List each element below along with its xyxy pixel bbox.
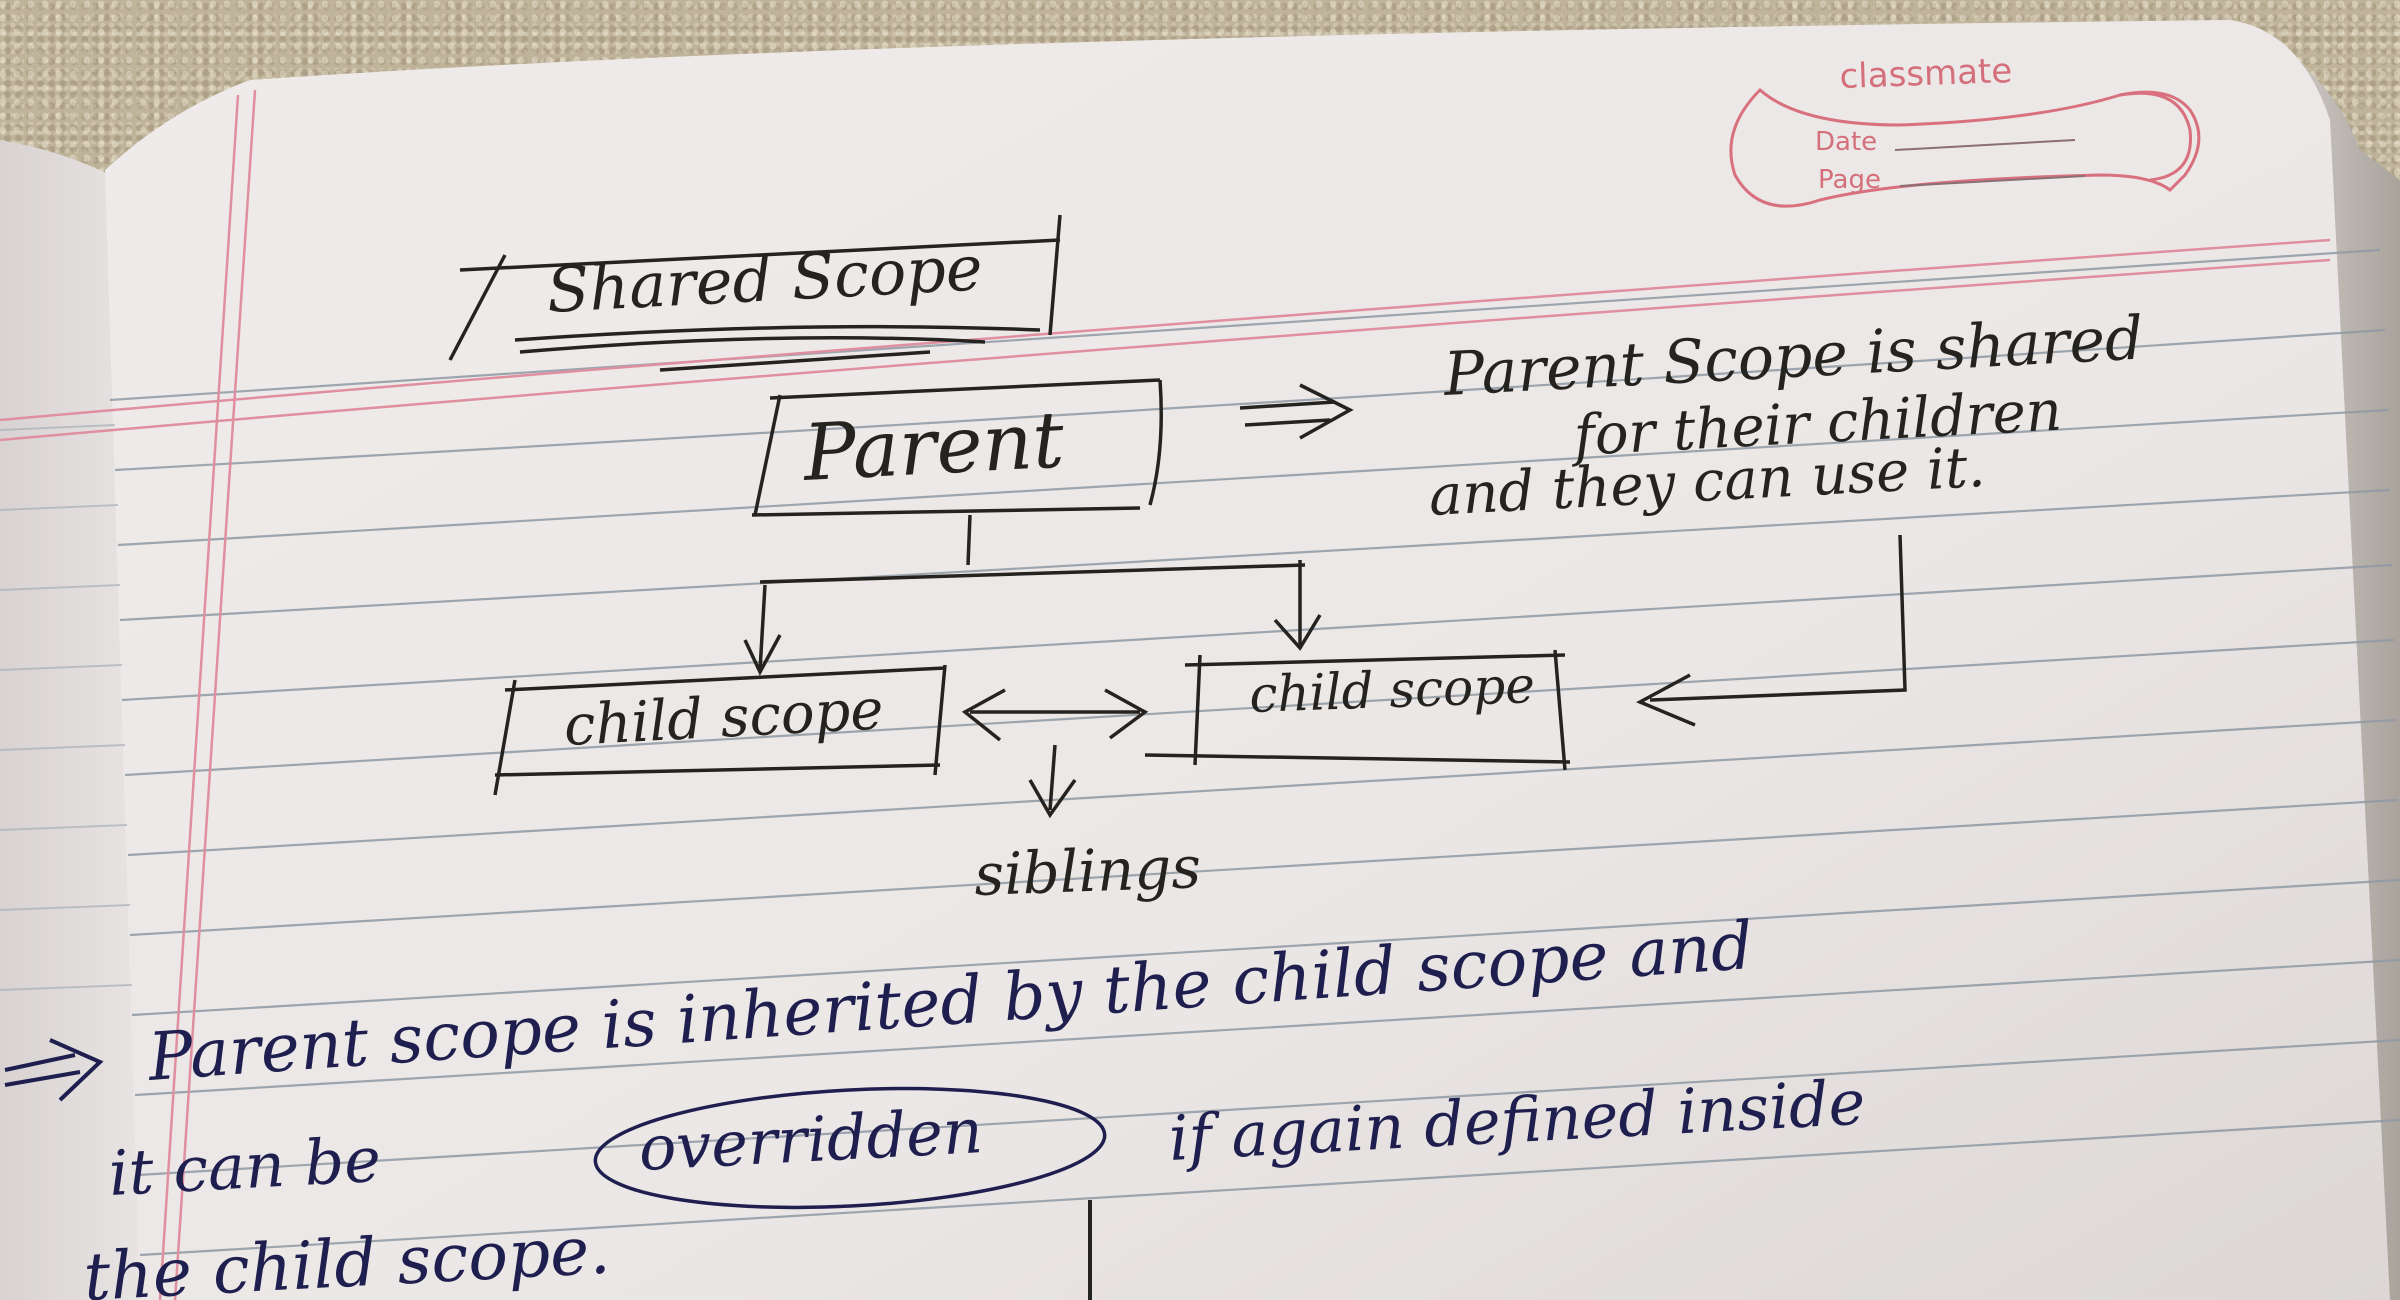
brand-logo [1729, 87, 2201, 208]
bullet-arrow-icon [4, 1038, 104, 1102]
siblings-label: siblings [973, 833, 1202, 909]
heading-box [448, 214, 1062, 372]
page-label: Page [1818, 165, 1881, 195]
child-box-right [1144, 649, 1571, 771]
overridden-circle [593, 1086, 1107, 1210]
note-bottom-line2-circled: overridden [637, 1094, 985, 1185]
tree-connectors [743, 514, 1322, 676]
diagram-parent: Parent [799, 395, 1067, 499]
margin-lines [0, 89, 2331, 1300]
child-box-left [493, 664, 947, 796]
return-arrow [1635, 534, 1907, 727]
note-bottom-line2-a: it can be [107, 1123, 383, 1210]
date-label: Date [1815, 127, 1877, 157]
child-right-label: child scope [1248, 656, 1535, 724]
parent-box [751, 378, 1163, 517]
ruled-lines [109, 248, 2400, 1257]
brand-name: classmate [1839, 51, 2013, 97]
sibling-arrow [961, 688, 1149, 819]
double-arrow-icon [1239, 383, 1354, 440]
